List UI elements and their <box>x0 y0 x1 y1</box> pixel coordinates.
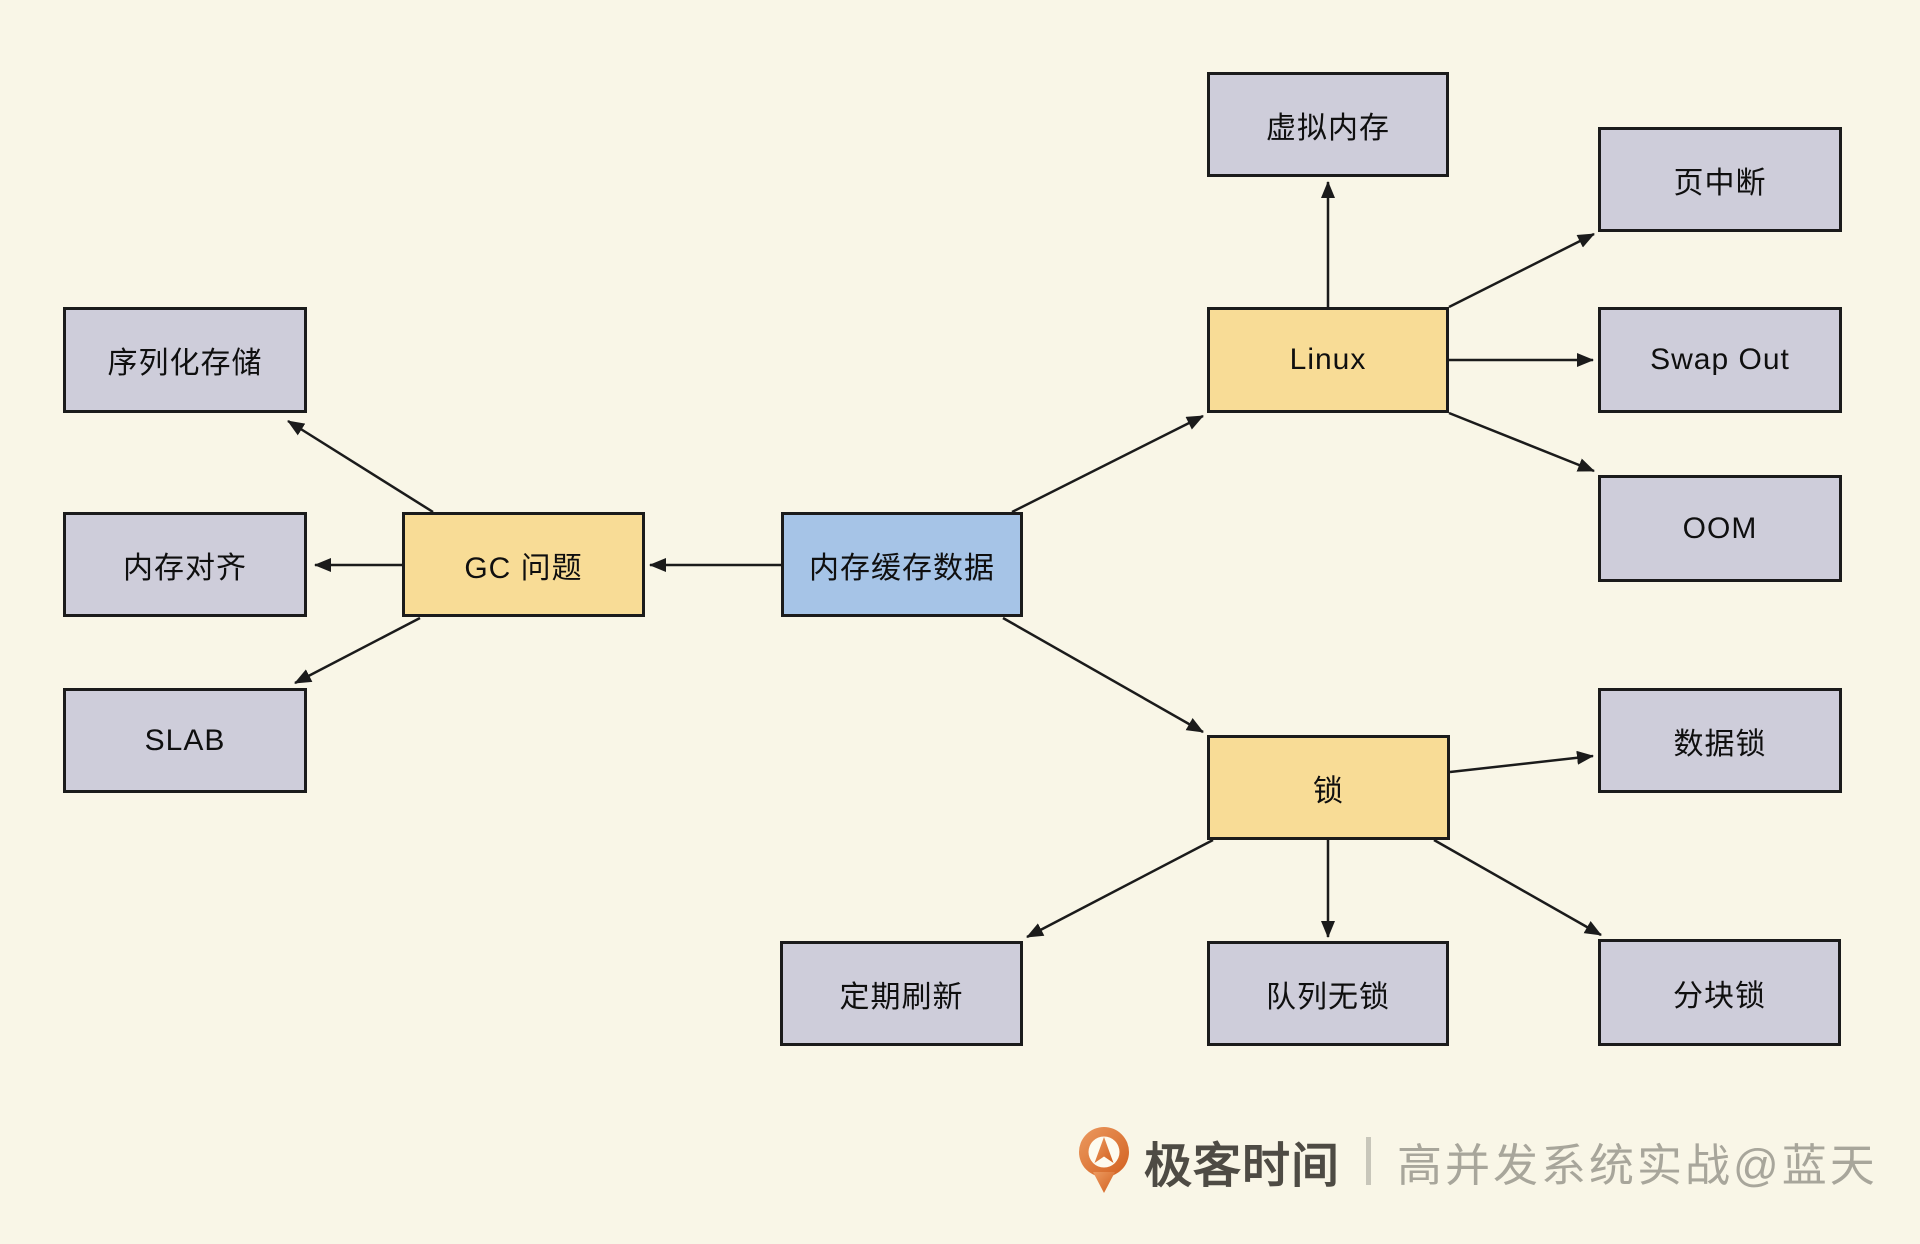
node-lock: 锁 <box>1207 735 1450 840</box>
node-linux: Linux <box>1207 307 1449 413</box>
edge-center-to-linux <box>1011 414 1204 514</box>
geektime-logo-icon <box>1079 1127 1129 1193</box>
node-data-lock: 数据锁 <box>1598 688 1842 793</box>
node-label: 分块锁 <box>1673 979 1766 1013</box>
node-memory-alignment: 内存对齐 <box>63 512 307 617</box>
node-label: 队列无锁 <box>1266 980 1390 1014</box>
footer-watermark: 极客时间 高并发系统实战@蓝天 <box>1078 1126 1878 1196</box>
divider-bar <box>1366 1137 1372 1185</box>
edge-center-to-lock <box>1002 616 1204 734</box>
node-label: 页中断 <box>1673 166 1767 200</box>
node-label: GC 问题 <box>464 551 583 585</box>
edge-lock-to-refresh <box>1026 838 1214 939</box>
node-oom: OOM <box>1598 475 1842 582</box>
node-virtual-memory: 虚拟内存 <box>1207 72 1449 177</box>
node-label: 内存缓存数据 <box>809 551 995 585</box>
node-label: 序列化存储 <box>107 347 263 380</box>
brand-text: 极客时间 <box>1144 1140 1341 1193</box>
node-label: Linux <box>1289 343 1367 376</box>
watermark-text: 高并发系统实战@蓝天 <box>1397 1139 1878 1191</box>
node-gc-issue: GC 问题 <box>402 512 645 617</box>
node-lockfree-queue: 队列无锁 <box>1207 941 1449 1046</box>
edge-linux-to-oom <box>1448 411 1595 473</box>
node-slab: SLAB <box>63 688 307 793</box>
node-serialized-storage: 序列化存储 <box>63 307 307 413</box>
node-label: Swap Out <box>1650 343 1790 376</box>
node-label: 虚拟内存 <box>1266 111 1390 145</box>
edge-linux-to-pagefault <box>1448 232 1595 309</box>
node-swap-out: Swap Out <box>1598 307 1842 413</box>
edge-lock-to-chunklock <box>1433 838 1602 937</box>
edge-gc-to-slab <box>294 616 421 685</box>
edge-gc-to-serialize <box>287 419 434 514</box>
node-label: 数据锁 <box>1673 727 1767 761</box>
node-page-fault: 页中断 <box>1598 127 1842 232</box>
node-label: 锁 <box>1313 774 1344 808</box>
node-label: OOM <box>1682 511 1758 545</box>
node-periodic-refresh: 定期刷新 <box>780 941 1023 1046</box>
edge-lock-to-datalock <box>1449 750 1594 774</box>
node-chunk-lock: 分块锁 <box>1598 939 1841 1046</box>
node-label: 定期刷新 <box>839 980 964 1014</box>
node-label: SLAB <box>144 723 226 757</box>
node-label: 内存对齐 <box>123 551 247 585</box>
node-memory-cache-root: 内存缓存数据 <box>781 512 1023 617</box>
